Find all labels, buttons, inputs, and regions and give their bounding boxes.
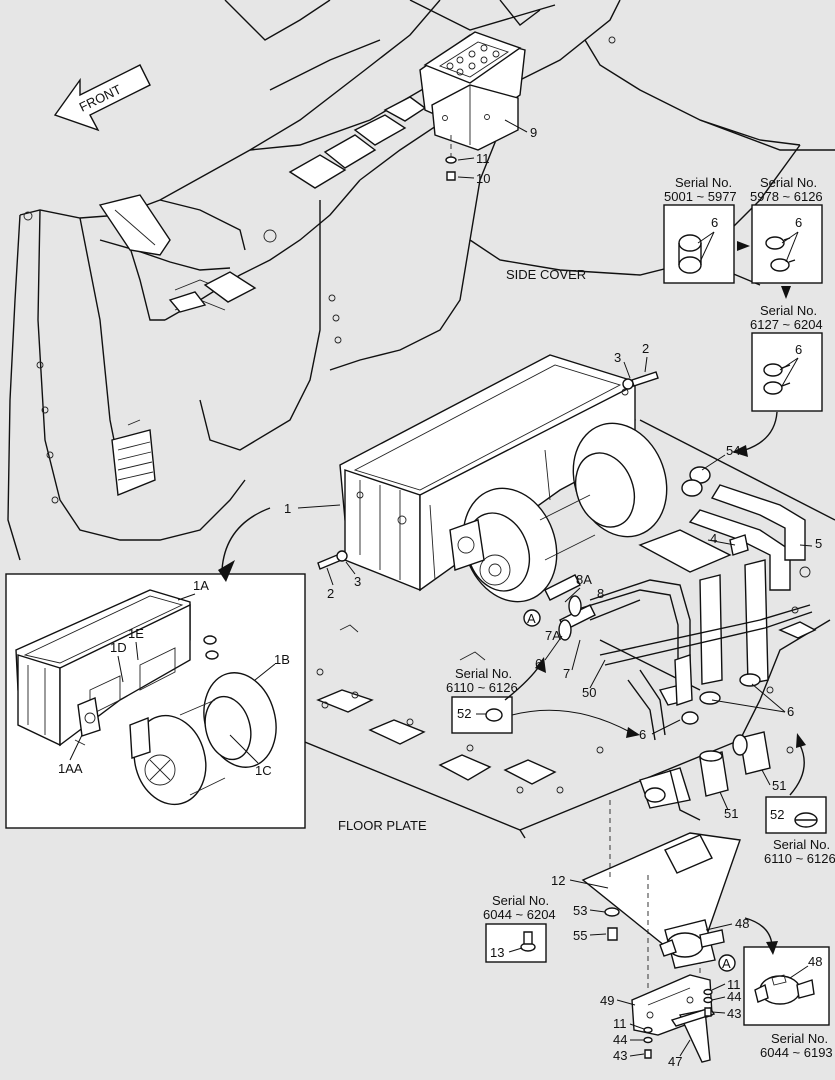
callout-10: 10 xyxy=(476,171,490,186)
callout-12: 12 xyxy=(551,873,565,888)
callout-52-upper: 52 xyxy=(457,706,471,721)
callout-1A: 1A xyxy=(193,578,209,593)
serial-2-range: 5978 ~ 6126 xyxy=(750,189,823,204)
serial-box-6110-6126-right: 52 Serial No. 6110 ~ 6126 xyxy=(764,796,835,866)
serial-box-6127-6204: Serial No. 6127 ~ 6204 6 xyxy=(750,303,823,412)
callout-51-right: 51 xyxy=(772,778,786,793)
callout-3-lower: 3 xyxy=(354,574,361,589)
callout-49: 49 xyxy=(600,993,614,1008)
callout-1C: 1C xyxy=(255,763,272,778)
callout-6-right: 6 xyxy=(787,704,794,719)
serial-3-range: 6127 ~ 6204 xyxy=(750,317,823,332)
serial-box-6044-6193: 48 Serial No. 6044 ~ 6193 xyxy=(743,946,833,1060)
callout-2-upper: 2 xyxy=(642,341,649,356)
callout-43-right: 43 xyxy=(727,1006,741,1021)
callout-6-serial3: 6 xyxy=(795,342,802,357)
callout-53: 53 xyxy=(573,903,587,918)
serial-1-range: 5001 ~ 5977 xyxy=(664,189,737,204)
callout-6-left: 6 xyxy=(535,656,542,671)
callout-11-left: 11 xyxy=(613,1016,627,1031)
control-panel: 9 11 10 xyxy=(419,31,537,186)
callout-8: 8 xyxy=(597,586,604,601)
serial-1-title: Serial No. xyxy=(675,175,732,190)
serial-5-title: Serial No. xyxy=(773,837,830,852)
serial-6-range: 6044 ~ 6204 xyxy=(483,907,556,922)
callout-11-panel: 11 xyxy=(476,151,490,166)
serial-3-title: Serial No. xyxy=(760,303,817,318)
callout-6-serial1: 6 xyxy=(711,215,718,230)
callout-1AA: 1AA xyxy=(58,761,83,776)
callout-44-right: 44 xyxy=(727,989,741,1004)
callout-7: 7 xyxy=(563,666,570,681)
water-valve-assembly xyxy=(581,800,741,1063)
callout-1: 1 xyxy=(284,501,291,516)
callout-48-main: 48 xyxy=(735,916,749,931)
side-cover-label: SIDE COVER xyxy=(506,267,586,282)
callout-54: 54 xyxy=(726,443,740,458)
serial-7-title: Serial No. xyxy=(771,1031,828,1046)
callout-1D: 1D xyxy=(110,640,127,655)
serial-box-5001-5977: Serial No. 5001 ~ 5977 6 xyxy=(663,175,737,284)
marker-a-upper-label: A xyxy=(527,611,536,626)
serial-5-range: 6110 ~ 6126 xyxy=(764,851,835,866)
callout-47: 47 xyxy=(668,1054,682,1069)
serial-4-title: Serial No. xyxy=(455,666,512,681)
air-vent-icon xyxy=(111,419,156,496)
serial-7-range: 6044 ~ 6193 xyxy=(760,1045,833,1060)
callout-50: 50 xyxy=(582,685,596,700)
callout-1E: 1E xyxy=(128,626,144,641)
callout-9: 9 xyxy=(530,125,537,140)
cab-structure xyxy=(7,0,835,561)
callout-8A: 8A xyxy=(576,572,592,587)
heater-detail-inset xyxy=(5,573,306,829)
callout-3-upper: 3 xyxy=(614,350,621,365)
floor-plate-label: FLOOR PLATE xyxy=(338,818,427,833)
marker-a-lower-label: A xyxy=(722,956,731,971)
callout-13: 13 xyxy=(490,945,504,960)
callout-51-lower: 51 xyxy=(724,806,738,821)
callout-11-right: 11 xyxy=(727,977,741,992)
serial-6-title: Serial No. xyxy=(492,893,549,908)
callout-1B: 1B xyxy=(274,652,290,667)
serial-2-title: Serial No. xyxy=(760,175,817,190)
serial-box-6044-6204: Serial No. 6044 ~ 6204 13 xyxy=(483,893,556,963)
marker-a-upper xyxy=(523,609,541,627)
callout-43-left: 43 xyxy=(613,1048,627,1063)
callout-48-inset: 48 xyxy=(808,954,822,969)
callout-6-serial2: 6 xyxy=(795,215,802,230)
marker-a-lower xyxy=(718,954,736,972)
callout-5: 5 xyxy=(815,536,822,551)
callout-44-left: 44 xyxy=(613,1032,627,1047)
callout-52-right: 52 xyxy=(770,807,784,822)
hoses xyxy=(558,466,813,821)
serial-box-5978-6126: Serial No. 5978 ~ 6126 6 xyxy=(750,175,823,284)
callout-55: 55 xyxy=(573,928,587,943)
callout-2-lower: 2 xyxy=(327,586,334,601)
serial-4-range: 6110 ~ 6126 xyxy=(446,680,518,695)
serial-box-6110-6126-upper: Serial No. 6110 ~ 6126 52 xyxy=(446,666,640,738)
callout-4: 4 xyxy=(710,531,717,546)
callout-7A: 7A xyxy=(545,628,561,643)
callout-6-center: 6 xyxy=(639,727,646,742)
